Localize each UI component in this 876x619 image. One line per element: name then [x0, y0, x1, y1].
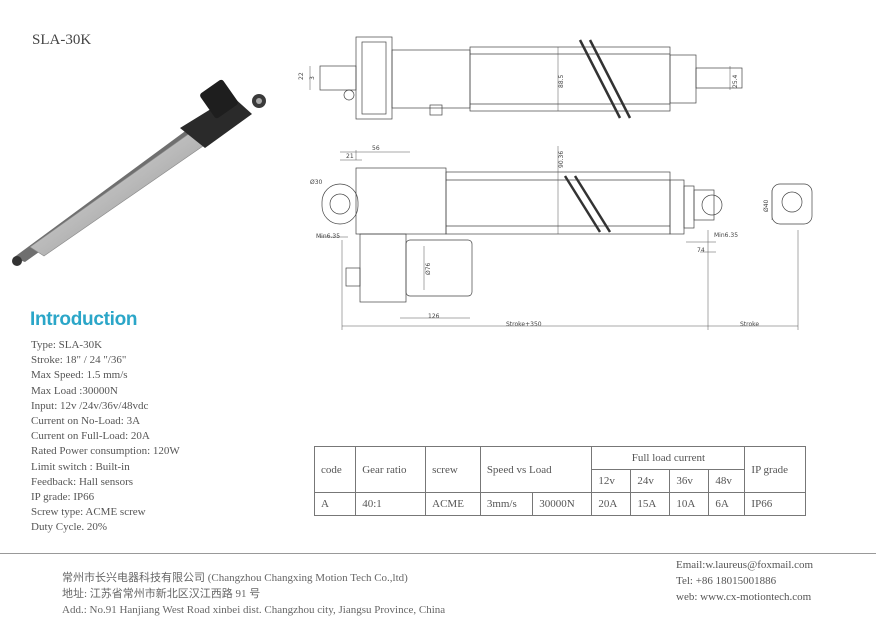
header-36v: 36v — [669, 469, 710, 493]
actuator-photo — [12, 79, 266, 266]
header-code: code — [313, 446, 357, 493]
spec-no-load-current: Current on No-Load: 3A — [31, 415, 141, 428]
dim-min-6-35-right: Min6.35 — [714, 232, 738, 239]
introduction-heading: Introduction — [30, 309, 138, 330]
side-view-bottom — [321, 167, 813, 303]
footer-divider — [0, 553, 876, 554]
spec-duty-cycle: Duty Cycle. 20% — [31, 521, 108, 534]
dim-90-36: 90.36 — [558, 151, 565, 168]
dim-22: 22 — [298, 72, 305, 80]
dim-21: 21 — [346, 153, 354, 160]
spec-input: Input: 12v /24v/36v/48vdc — [31, 399, 149, 412]
cell-screw: ACME — [425, 492, 481, 516]
spec-full-load-current: Current on Full-Load: 20A — [31, 430, 150, 443]
cell-gear: 40:1 — [355, 492, 427, 516]
cell-speed: 3mm/s — [479, 492, 534, 516]
dim-25-4: 25.4 — [732, 74, 739, 88]
footer-company-info: 常州市长兴电器科技有限公司 (Changzhou Changxing Motio… — [62, 570, 445, 618]
spec-feedback: Feedback: Hall sensors — [31, 475, 134, 488]
dimension-labels: 22 3 88.5 25.4 56 21 90.36 Ø30 Min6.35 M… — [298, 72, 770, 328]
header-screw: screw — [425, 446, 481, 493]
dim-126: 126 — [428, 313, 440, 320]
model-title: SLA-30K — [32, 32, 92, 48]
address-en: Add.: No.91 Hanjiang West Road xinbei di… — [62, 604, 446, 616]
header-24v: 24v — [630, 469, 671, 493]
side-view-top — [319, 36, 743, 120]
dim-88-5: 88.5 — [558, 74, 565, 88]
header-gear-ratio: Gear ratio — [355, 446, 427, 493]
email[interactable]: Email:w.laureus@foxmail.com — [676, 559, 814, 571]
header-48v: 48v — [708, 469, 746, 493]
dim-stroke: Stroke — [740, 321, 759, 328]
spec-rated-power: Rated Power consumption: 120W — [31, 445, 180, 458]
telephone: Tel: +86 18015001886 — [676, 575, 777, 587]
spec-screw-type: Screw type: ACME screw — [31, 506, 146, 519]
dim-min-6-35-left: Min6.35 — [316, 233, 340, 240]
dim-56: 56 — [372, 145, 380, 152]
header-full-load-current: Full load current — [591, 446, 746, 470]
header-speed-load: Speed vs Load — [479, 446, 593, 493]
cell-load: 30000N — [532, 492, 593, 516]
dim-40: Ø40 — [763, 199, 770, 212]
dim-76: Ø76 — [425, 262, 432, 275]
spec-max-speed: Max Speed: 1.5 mm/s — [31, 369, 128, 382]
spec-ip-grade: IP grade: IP66 — [31, 491, 95, 504]
spec-limit-switch: Limit switch : Built-in — [31, 460, 130, 473]
dim-3: 3 — [309, 76, 316, 80]
header-12v: 12v — [591, 469, 632, 493]
spec-stroke: Stroke: 18" / 24 "/36" — [31, 354, 127, 367]
address-cn: 地址: 江苏省常州市新北区汉江西路 91 号 — [62, 588, 261, 600]
website[interactable]: web: www.cx-motiontech.com — [676, 591, 812, 603]
company-name: 常州市长兴电器科技有限公司 (Changzhou Changxing Motio… — [62, 572, 408, 584]
spec-list: Type: SLA-30K Stroke: 18" / 24 "/36" Max… — [31, 338, 180, 536]
footer-contact: Email:w.laureus@foxmail.com Tel: +86 180… — [676, 557, 813, 605]
dim-stroke-350: Stroke+350 — [506, 321, 542, 328]
cell-code: A — [313, 492, 357, 516]
cell-48v: 6A — [708, 492, 746, 516]
header-ip-grade: IP grade — [744, 446, 806, 493]
spec-max-load: Max Load :30000N — [31, 384, 118, 397]
dimension-lines — [309, 47, 799, 330]
cell-36v: 10A — [669, 492, 710, 516]
cell-24v: 15A — [630, 492, 671, 516]
spec-table: code Gear ratio screw Speed vs Load Full… — [313, 446, 806, 516]
dim-74: 74 — [697, 247, 705, 254]
spec-type: Type: SLA-30K — [31, 339, 103, 351]
cell-12v: 20A — [591, 492, 632, 516]
table-row: A 40:1 ACME 3mm/s 30000N 20A 15A 10A 6A … — [313, 492, 806, 516]
cell-ip: IP66 — [744, 492, 806, 516]
dim-30: Ø30 — [310, 179, 323, 186]
